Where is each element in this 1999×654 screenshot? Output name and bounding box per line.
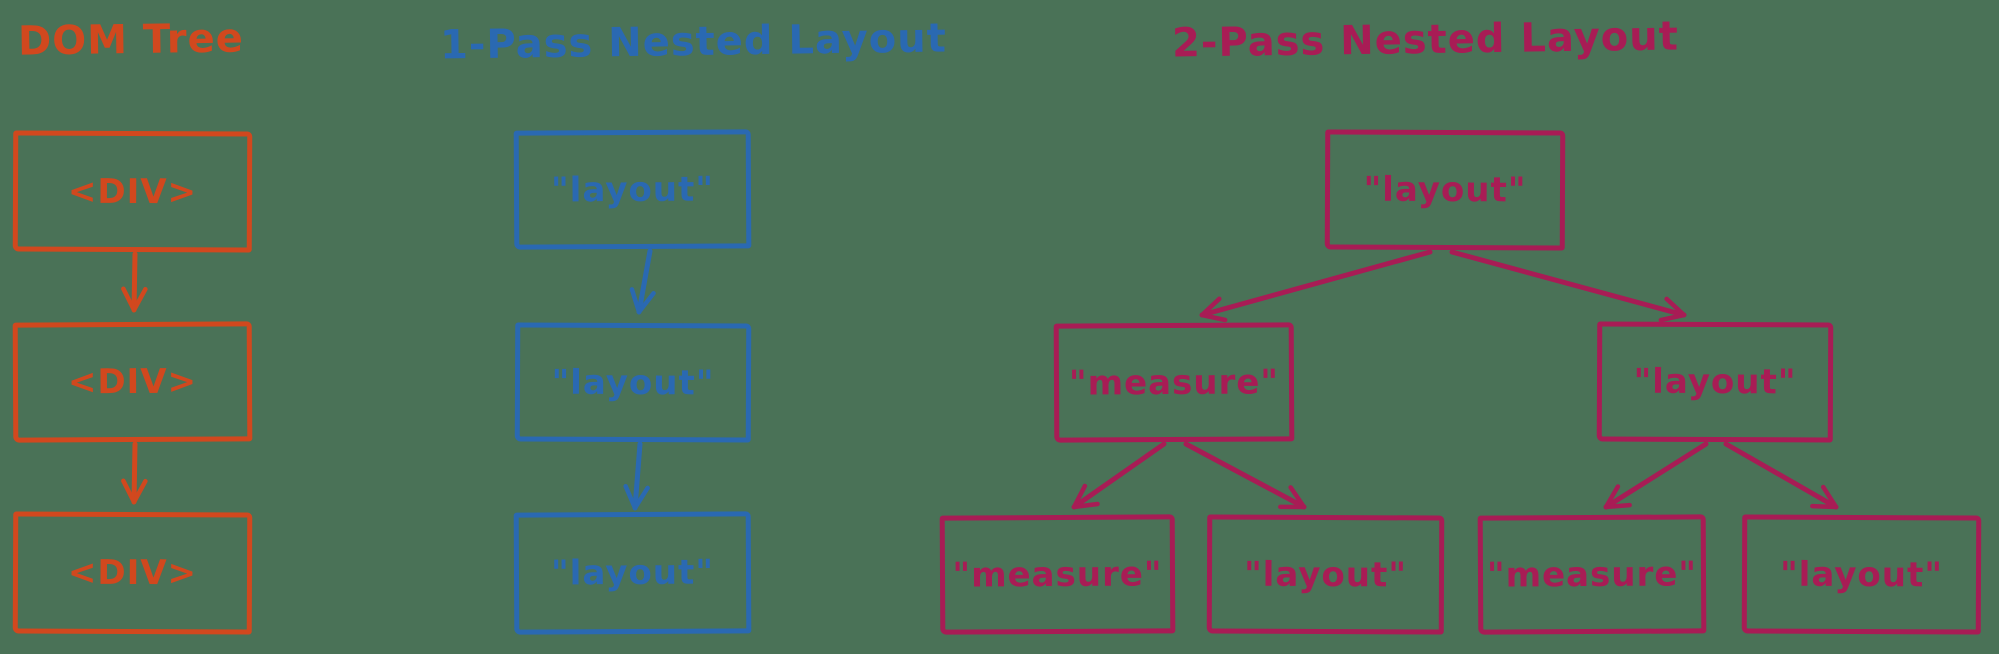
dom-tree-node-2-label: <DIV> <box>67 361 198 403</box>
two-pass-child-layout: "layout" <box>1596 321 1834 443</box>
arrow-two-measure-leaf2 <box>1183 441 1307 510</box>
one-pass-node-2: "layout" <box>514 322 752 443</box>
arrow-two-root-measure <box>1199 249 1433 323</box>
two-pass-leaf-measure-2-label: "measure" <box>1486 553 1698 596</box>
two-pass-leaf-measure-1: "measure" <box>939 514 1176 635</box>
one-pass-node-1-label: "layout" <box>550 169 715 210</box>
arrow-two-root-layout <box>1449 249 1687 323</box>
two-pass-leaf-measure-1-label: "measure" <box>952 553 1163 596</box>
dom-tree-node-1: <DIV> <box>12 130 253 253</box>
two-pass-child-measure-label: "measure" <box>1068 361 1280 404</box>
arrow-dom-2-3 <box>121 441 148 505</box>
two-pass-child-layout-label: "layout" <box>1633 361 1797 403</box>
arrow-dom-1-2 <box>121 251 148 313</box>
two-pass-root-label: "layout" <box>1363 169 1527 211</box>
arrow-one-1-2 <box>629 248 656 315</box>
one-pass-title: 1-Pass Nested Layout <box>439 15 948 69</box>
arrow-two-measure-leaf1 <box>1071 441 1167 510</box>
arrow-two-layout-leaf3 <box>1603 441 1709 510</box>
one-pass-node-1: "layout" <box>513 129 752 250</box>
arrow-one-2-3 <box>623 441 650 511</box>
arrow-two-layout-leaf4 <box>1723 441 1839 510</box>
two-pass-child-measure: "measure" <box>1053 322 1295 443</box>
one-pass-node-3-label: "layout" <box>550 552 715 594</box>
two-pass-title: 2-Pass Nested Layout <box>1171 13 1680 67</box>
dom-tree-title: DOM Tree <box>17 15 245 65</box>
dom-tree-node-2: <DIV> <box>12 321 253 443</box>
dom-tree-node-3-label: <DIV> <box>67 552 198 594</box>
two-pass-leaf-layout-2-label: "layout" <box>1779 554 1944 595</box>
two-pass-leaf-layout-1-label: "layout" <box>1243 554 1408 595</box>
one-pass-node-3: "layout" <box>513 511 752 635</box>
two-pass-leaf-layout-2: "layout" <box>1741 514 1982 635</box>
dom-tree-node-1-label: <DIV> <box>67 171 198 212</box>
two-pass-leaf-measure-2: "measure" <box>1477 514 1707 635</box>
two-pass-leaf-layout-1: "layout" <box>1206 514 1445 635</box>
one-pass-node-2-label: "layout" <box>551 362 715 403</box>
dom-tree-node-3: <DIV> <box>12 511 253 635</box>
two-pass-root-node: "layout" <box>1324 129 1566 251</box>
